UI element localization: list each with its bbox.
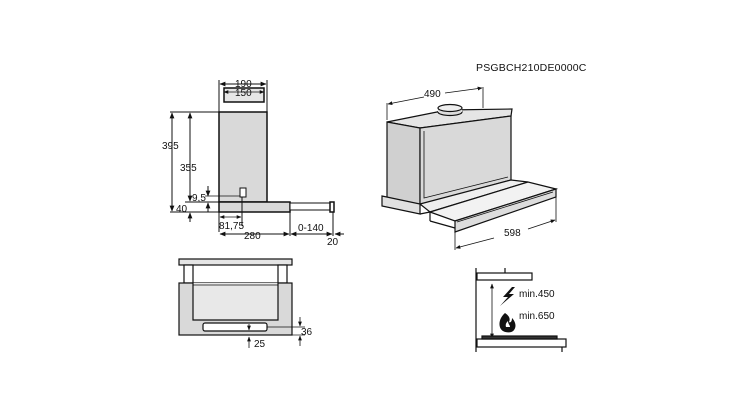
dim-total-height: 395 xyxy=(162,141,179,152)
side-view xyxy=(169,80,344,237)
lightning-icon xyxy=(500,287,515,306)
dim-front-lip: 20 xyxy=(327,237,339,248)
dim-handle-height: 36 xyxy=(301,327,313,338)
dim-front-width: 598 xyxy=(504,228,521,239)
dim-top-outer-width: 190 xyxy=(235,79,252,90)
dim-bottom-offset: 25 xyxy=(254,339,266,350)
dim-offset-small: 9,5 xyxy=(192,193,206,204)
dim-body-height: 355 xyxy=(180,163,197,174)
clearance-view xyxy=(475,268,567,352)
perspective-view xyxy=(381,86,559,250)
model-code: PSGBCH210DE0000C xyxy=(476,62,587,74)
dim-control-offset: 81,75 xyxy=(219,221,245,232)
clearance-electric-label: min.450 xyxy=(519,289,555,300)
dim-extension: 0-140 xyxy=(298,223,324,234)
dim-base-height: 40 xyxy=(176,204,188,215)
clearance-gas-label: min.650 xyxy=(519,311,555,322)
front-view xyxy=(178,258,305,348)
dim-depth: 280 xyxy=(244,231,261,242)
dim-top-width: 490 xyxy=(424,89,441,100)
dim-top-inner-width: 150 xyxy=(235,88,252,99)
